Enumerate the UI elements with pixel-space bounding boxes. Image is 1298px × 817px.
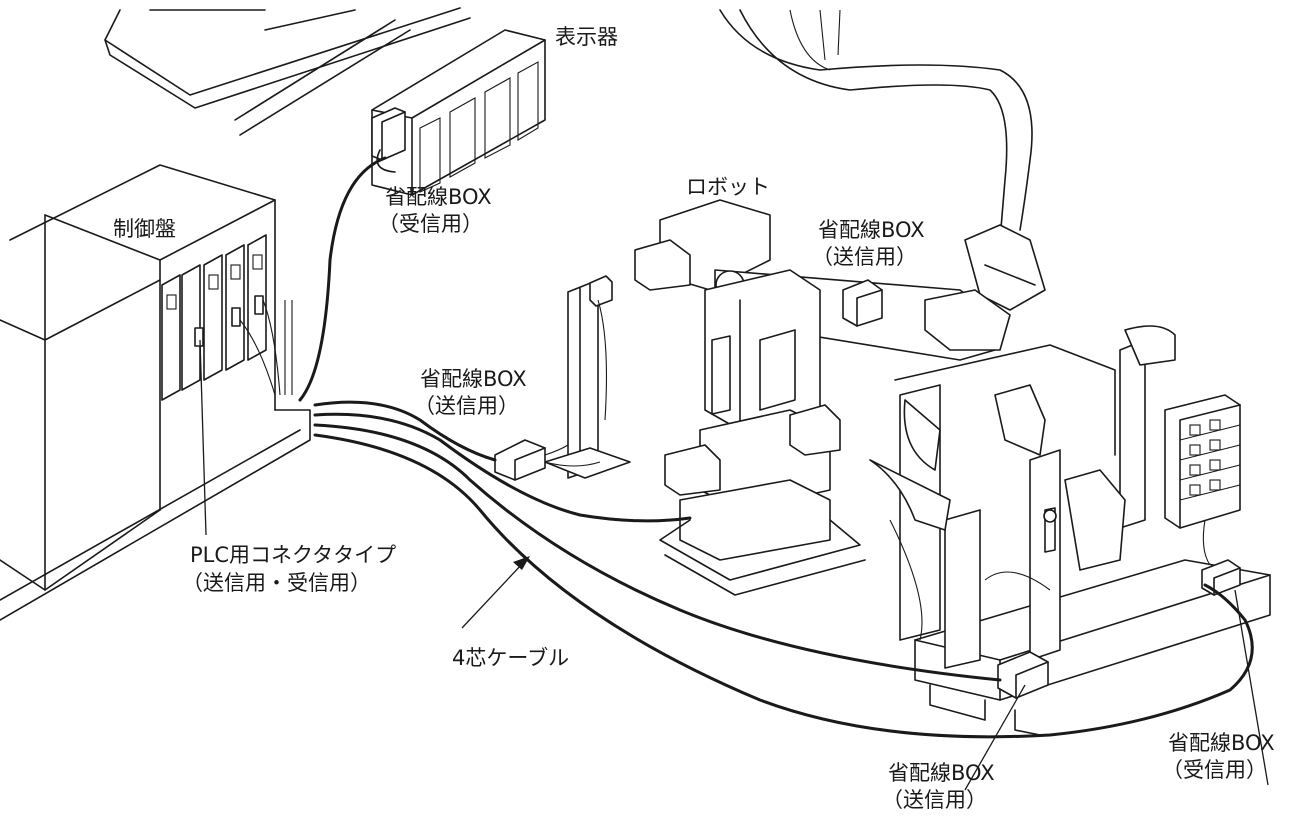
label-display: 表示器 bbox=[555, 25, 618, 49]
label-robot: ロボット bbox=[686, 175, 770, 199]
label-wiring-box-receive-top-line1: 省配線BOX bbox=[385, 185, 492, 209]
terminal-block bbox=[1164, 394, 1241, 566]
wiring-box-send-robot-device bbox=[842, 279, 883, 327]
sensor-stand bbox=[544, 275, 631, 479]
work-fixture bbox=[869, 325, 1271, 736]
wiring-box-send-bottom-device bbox=[997, 651, 1049, 699]
display-unit bbox=[371, 29, 546, 196]
ceiling-panel bbox=[104, 7, 471, 109]
control-panel-cabinet bbox=[0, 164, 311, 621]
robot bbox=[634, 9, 1046, 596]
wiring-box-send-stand-device bbox=[494, 439, 601, 481]
leader-lines bbox=[199, 339, 1269, 791]
label-plc-connector-line1: PLC用コネクタタイプ bbox=[190, 543, 396, 567]
label-plc-connector-line2: （送信用・受信用） bbox=[182, 571, 371, 595]
label-wiring-box-receive-right-line1: 省配線BOX bbox=[1168, 731, 1275, 755]
label-wiring-box-receive-top-line2: （受信用） bbox=[378, 212, 483, 236]
label-control-panel: 制御盤 bbox=[113, 217, 176, 241]
label-wiring-box-send-robot-line2: （送信用） bbox=[812, 245, 917, 269]
label-wiring-box-send-stand-line2: （送信用） bbox=[414, 394, 519, 418]
label-wiring-box-send-bottom-line2: （送信用） bbox=[882, 788, 987, 812]
label-wiring-box-send-bottom-line1: 省配線BOX bbox=[888, 761, 995, 785]
label-wiring-box-receive-right-line2: （受信用） bbox=[1162, 758, 1267, 782]
display-rail bbox=[234, 9, 411, 136]
label-wiring-box-send-robot-line1: 省配線BOX bbox=[818, 218, 925, 242]
wiring-box-receive-top-device bbox=[371, 107, 406, 173]
label-cable: 4芯ケーブル bbox=[452, 646, 569, 670]
cables bbox=[298, 156, 1254, 739]
label-wiring-box-send-stand-line1: 省配線BOX bbox=[420, 367, 527, 391]
